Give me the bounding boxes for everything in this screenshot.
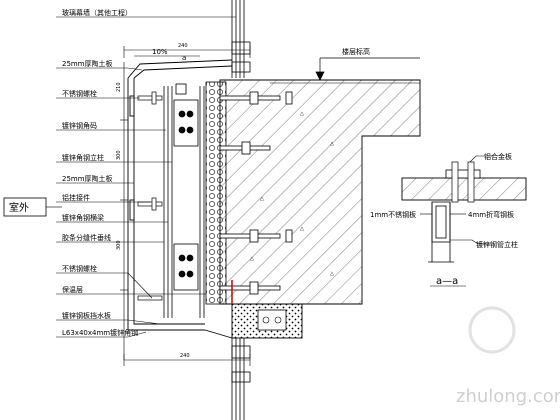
leader-lines (56, 16, 236, 338)
label-galv-angle: 镀锌钢角码 (62, 121, 97, 130)
label-galv-angle-column: 镀锌角钢立柱 (62, 153, 104, 162)
anchor-bolts (219, 91, 293, 295)
svg-text:△: △ (260, 196, 264, 202)
label-aluminum-hanger: 铝挂接件 (62, 193, 90, 202)
label-galv-angle-beam: 镀锌角钢横梁 (62, 213, 104, 222)
label-ceramic-board-top: 25mm厚陶土板 (62, 59, 113, 68)
dim-left-3: 300 (116, 240, 122, 250)
floor-level-mark (315, 57, 420, 81)
svg-text:△: △ (300, 111, 304, 117)
dim-left-1: 210 (116, 82, 122, 92)
section-title: a—a (436, 276, 458, 287)
ceramic-cladding (127, 59, 233, 339)
bottom-width-dim: 240 (180, 353, 190, 359)
dim-left-2: 300 (116, 150, 122, 160)
label-insulation: 保温层 (62, 285, 83, 294)
label-alloy-plate: 铝合金板 (484, 152, 512, 161)
label-ss-bolt-bottom: 不锈钢螺栓 (62, 264, 97, 273)
label-galv-water-plate: 镀锌钢板挡水板 (62, 311, 111, 320)
label-ceramic-board-mid: 25mm厚陶土板 (62, 174, 113, 183)
marker-a-top: a (182, 54, 186, 62)
label-joint-sealant: 胶条分缝件垂线 (62, 233, 111, 242)
label-angle-steel: L63x40x4mm镀锌角钢 (62, 328, 138, 337)
label-ss-plate-1mm: 1mm不锈钢板 (370, 210, 416, 219)
outdoor-label: 室外 (9, 201, 29, 214)
top-width-dim: 240 (178, 43, 188, 49)
left-dimension-chain (120, 62, 128, 360)
concrete-slab: △ △ △ △ △ △ (219, 79, 421, 305)
label-ss-bolt-top: 不锈钢螺栓 (62, 89, 97, 98)
brackets (173, 83, 199, 291)
section-aa-detail (401, 155, 527, 287)
svg-text:△: △ (330, 141, 334, 147)
outer-bolts (137, 91, 163, 301)
glass-curtain-wall (231, 0, 251, 420)
label-glass-curtain: 玻璃幕墙（其他工程） (62, 8, 132, 17)
label-folded-plate-4mm: 4mm折弯钢板 (468, 210, 514, 219)
galvanized-column (163, 86, 205, 318)
insulation-strip (205, 81, 227, 305)
floor-level-label: 楼层标高 (342, 47, 370, 56)
svg-text:△: △ (300, 226, 304, 232)
watermark-text: zhulong.com (456, 386, 560, 407)
svg-text:△: △ (250, 256, 254, 262)
watermark: zhulong.com (456, 306, 560, 407)
label-galv-tube: 镀锌钢管立柱 (476, 240, 518, 249)
top-dimension (123, 46, 251, 58)
bottom-block (231, 303, 303, 339)
slope-dim: 10% (152, 48, 168, 56)
svg-text:△: △ (330, 271, 334, 277)
